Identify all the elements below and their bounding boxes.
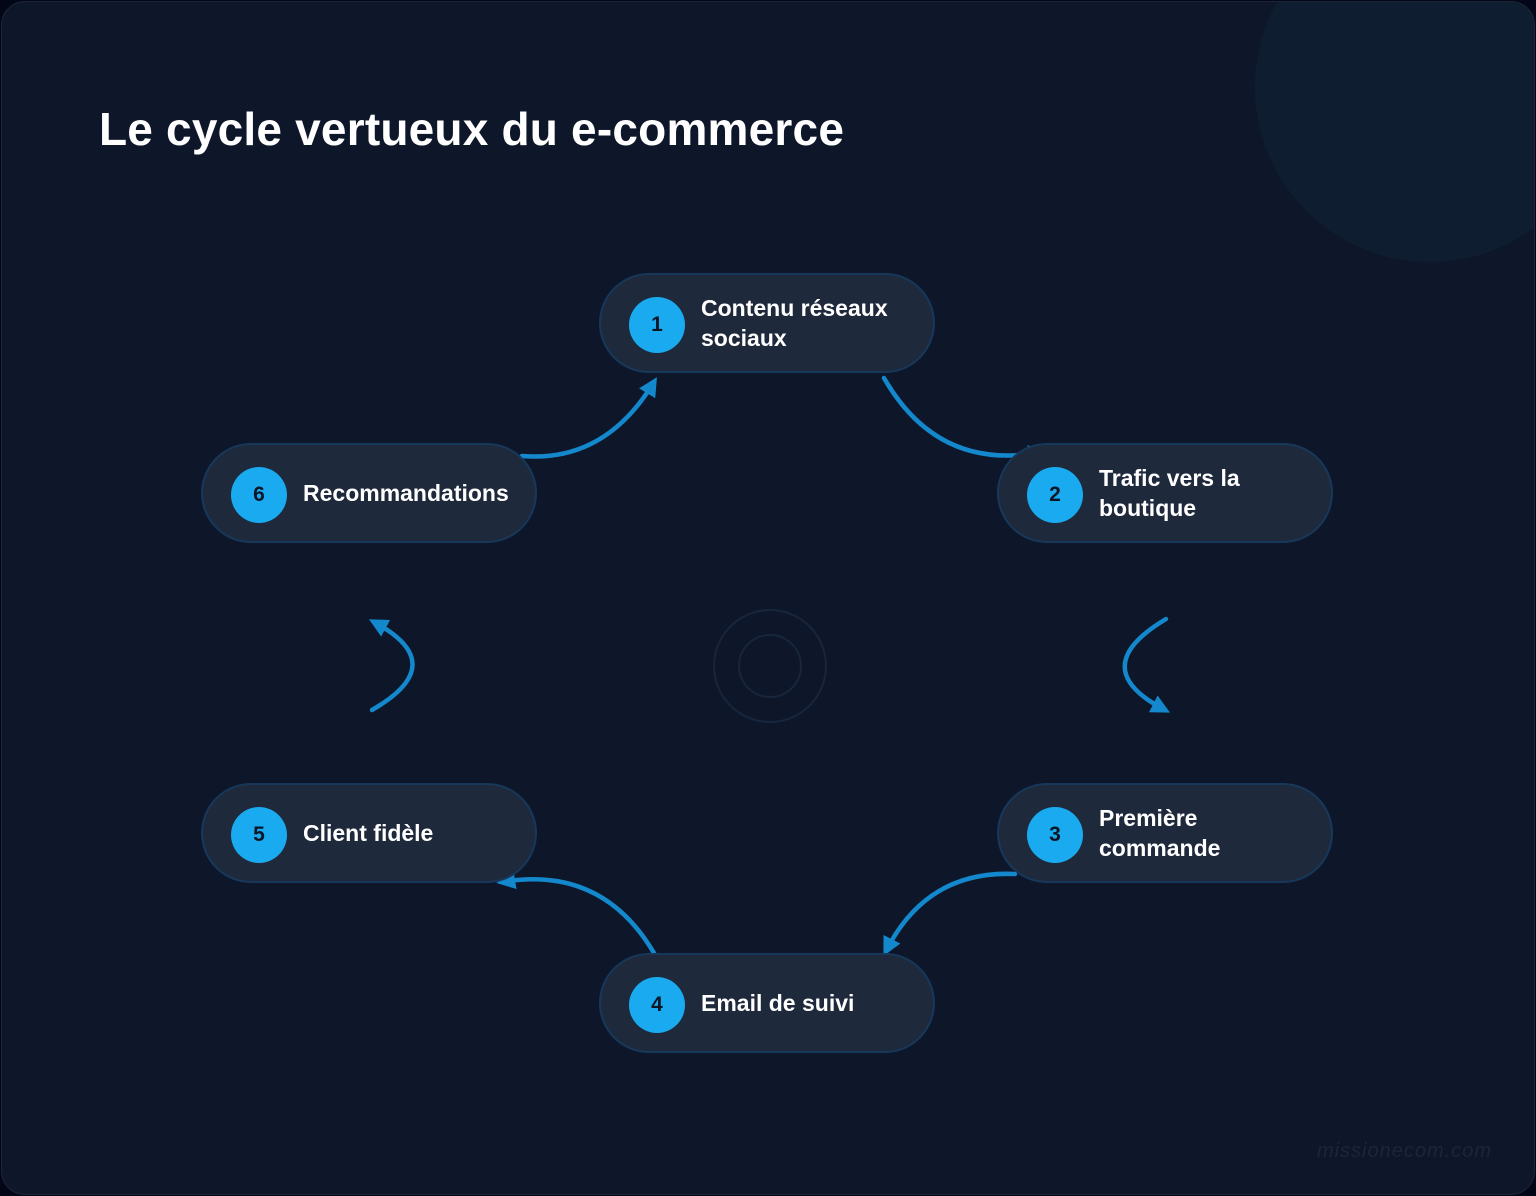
step-number-badge: 5: [231, 807, 287, 863]
step-node-6: 6 Recommandations: [201, 443, 537, 543]
arrow-6-to-1: [519, 377, 657, 459]
step-label: Contenu réseaux sociaux: [701, 295, 888, 351]
arrow-1-to-2: [881, 375, 1048, 464]
step-label: Première commande: [1099, 805, 1221, 861]
step-node-3: 3 Première commande: [997, 783, 1333, 883]
step-node-5: 5 Client fidèle: [201, 783, 537, 883]
arrow-3-to-4: [883, 871, 1018, 957]
step-label: Trafic vers la boutique: [1099, 465, 1240, 521]
arrow-5-to-6: [369, 619, 415, 713]
step-node-4: 4 Email de suivi: [599, 953, 935, 1053]
step-number-badge: 4: [629, 977, 685, 1033]
arrow-2-to-3: [1122, 616, 1171, 713]
diagram-title: Le cycle vertueux du e-commerce: [99, 103, 845, 155]
step-number-badge: 6: [231, 467, 287, 523]
step-label: Client fidèle: [303, 820, 434, 846]
step-number-badge: 3: [1027, 807, 1083, 863]
watermark-text: missionecom.com: [1316, 1140, 1492, 1162]
center-hub: [713, 609, 827, 723]
step-node-2: 2 Trafic vers la boutique: [997, 443, 1333, 543]
center-hub-inner: [738, 634, 802, 698]
step-number-badge: 1: [629, 297, 685, 353]
step-number-badge: 2: [1027, 467, 1083, 523]
arrow-4-to-5: [496, 870, 657, 956]
step-label: Recommandations: [303, 480, 509, 506]
step-label: Email de suivi: [701, 990, 855, 1016]
step-node-1: 1 Contenu réseaux sociaux: [599, 273, 935, 373]
